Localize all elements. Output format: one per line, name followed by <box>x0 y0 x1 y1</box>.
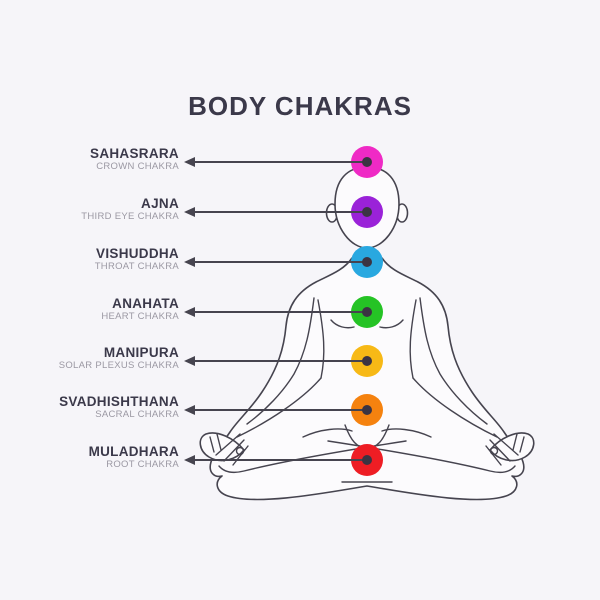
arrow-line <box>191 211 368 213</box>
chakra-label: ANAHATA HEART CHAKRA <box>0 296 179 323</box>
right-inner-arm-line <box>419 297 488 425</box>
chakra-center-dot <box>362 455 372 465</box>
chakra-center-dot <box>362 157 372 167</box>
chakra-subtitle: THROAT CHAKRA <box>94 261 179 272</box>
arrow-line <box>191 311 368 313</box>
right-hand-finger-lines <box>485 433 519 466</box>
left-chest-line <box>330 319 355 329</box>
chakra-name: ANAHATA <box>112 296 179 311</box>
chakra-center-dot <box>362 356 372 366</box>
chakra-name: SVADHISHTHANA <box>59 394 179 409</box>
page-title: BODY CHAKRAS <box>188 91 412 121</box>
right-foot-toe-lines <box>512 433 525 453</box>
arrowhead-icon <box>184 257 195 267</box>
chakra-subtitle: SACRAL CHAKRA <box>95 409 179 420</box>
left-mudra-circle <box>235 446 245 456</box>
chakra-name: VISHUDDHA <box>96 246 179 261</box>
left-hand-finger-lines <box>215 433 249 466</box>
right-lap-line <box>381 428 432 438</box>
arrowhead-icon <box>184 405 195 415</box>
chakra-name: AJNA <box>141 196 179 211</box>
chakra-label: MULADHARA ROOT CHAKRA <box>0 444 179 471</box>
chakra-label: VISHUDDHA THROAT CHAKRA <box>0 246 179 273</box>
arrowhead-icon <box>184 307 195 317</box>
chakra-name: MANIPURA <box>103 345 179 360</box>
chakra-subtitle: SOLAR PLEXUS CHAKRA <box>58 360 179 371</box>
chakra-subtitle: THIRD EYE CHAKRA <box>81 211 179 222</box>
chakra-label: SAHASRARA CROWN CHAKRA <box>0 146 179 173</box>
chakra-label: SVADHISHTHANA SACRAL CHAKRA <box>0 394 179 421</box>
chakra-label: MANIPURA SOLAR PLEXUS CHAKRA <box>0 345 179 372</box>
chakra-center-dot <box>362 405 372 415</box>
right-mudra-circle <box>489 446 499 456</box>
arrow-line <box>191 261 368 263</box>
arrow-line <box>191 360 368 362</box>
chakra-center-dot <box>362 207 372 217</box>
chakra-subtitle: CROWN CHAKRA <box>96 161 179 172</box>
left-lap-line <box>302 428 353 438</box>
chakra-subtitle: HEART CHAKRA <box>101 311 179 322</box>
arrowhead-icon <box>184 207 195 217</box>
chakra-name: SAHASRARA <box>90 146 179 161</box>
arrowhead-icon <box>184 356 195 366</box>
chakra-label: AJNA THIRD EYE CHAKRA <box>0 196 179 223</box>
arrow-line <box>191 161 368 163</box>
body-silhouette <box>209 257 525 501</box>
arrow-line <box>191 409 368 411</box>
arrowhead-icon <box>184 455 195 465</box>
right-thigh-line <box>412 377 498 438</box>
arrow-line <box>191 459 368 461</box>
right-chest-line <box>379 319 404 329</box>
chakra-center-dot <box>362 257 372 267</box>
chakra-center-dot <box>362 307 372 317</box>
left-foot-toe-lines <box>209 433 222 453</box>
left-waist-line <box>317 299 325 379</box>
right-waist-line <box>409 299 417 379</box>
chakra-subtitle: ROOT CHAKRA <box>106 459 179 470</box>
arrowhead-icon <box>184 157 195 167</box>
chakra-name: MULADHARA <box>88 444 179 459</box>
